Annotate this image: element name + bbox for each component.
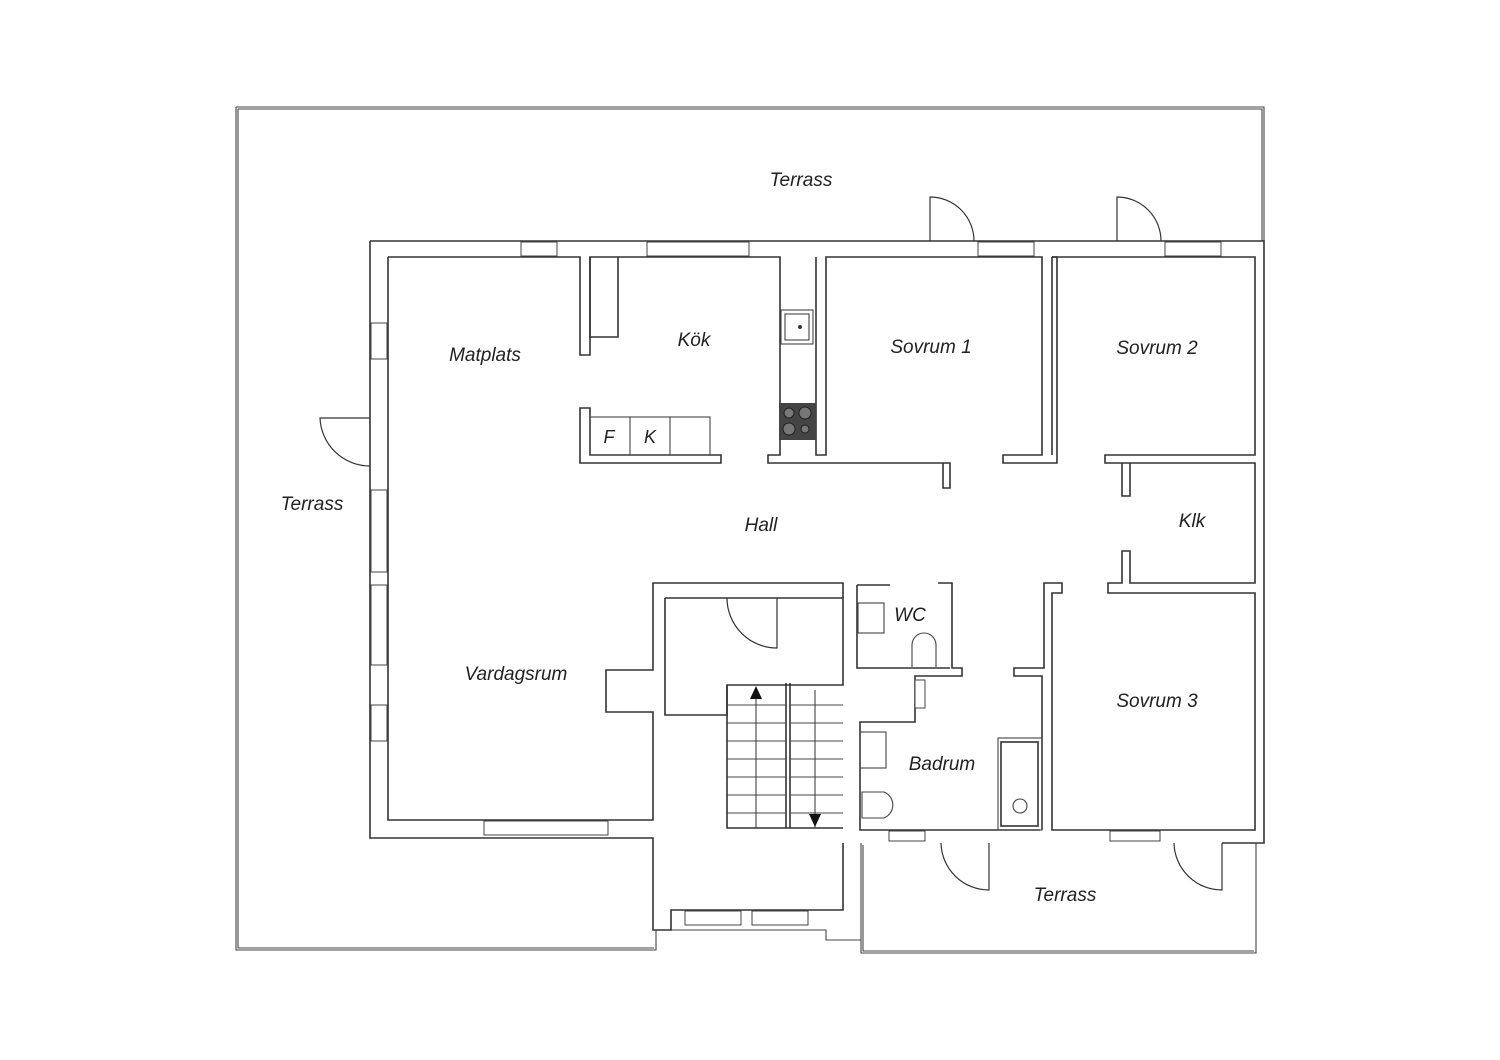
wc-sink-icon	[857, 602, 885, 634]
bath-toilet-icon	[861, 791, 894, 819]
shower-icon	[997, 737, 1043, 831]
bathroom-fixtures	[857, 602, 1043, 831]
bedroom3-label: Sovrum 3	[1116, 691, 1198, 712]
fridge-label: F	[604, 427, 616, 447]
staircase	[727, 686, 843, 828]
bathroom-label: Badrum	[909, 754, 976, 775]
living-room-label: Vardagsrum	[465, 664, 568, 685]
bath-sink-icon	[859, 731, 887, 769]
wc-toilet-icon	[911, 632, 937, 667]
stair-up-arrow-icon	[750, 686, 762, 699]
terrace-bottom-label: Terrass	[1034, 885, 1097, 906]
exterior-walls	[369, 240, 1265, 931]
bedroom2-label: Sovrum 2	[1116, 338, 1198, 359]
doors	[319, 196, 1223, 891]
windows	[370, 241, 1222, 926]
bedroom1-label: Sovrum 1	[890, 337, 971, 358]
sink-icon	[780, 309, 814, 345]
wc-label: WC	[894, 605, 926, 626]
terrace-left-label: Terrass	[281, 494, 344, 515]
kitchen-fixtures: F K	[579, 309, 816, 464]
closet-label: Klk	[1179, 511, 1207, 532]
kitchen-label: Kök	[678, 330, 712, 351]
freezer-label: K	[644, 427, 657, 447]
stove-icon	[779, 403, 816, 440]
terrace-top-label: Terrass	[770, 170, 833, 191]
stair-down-arrow-icon	[809, 814, 821, 827]
dining-label: Matplats	[449, 345, 521, 366]
hall-label: Hall	[745, 515, 779, 536]
